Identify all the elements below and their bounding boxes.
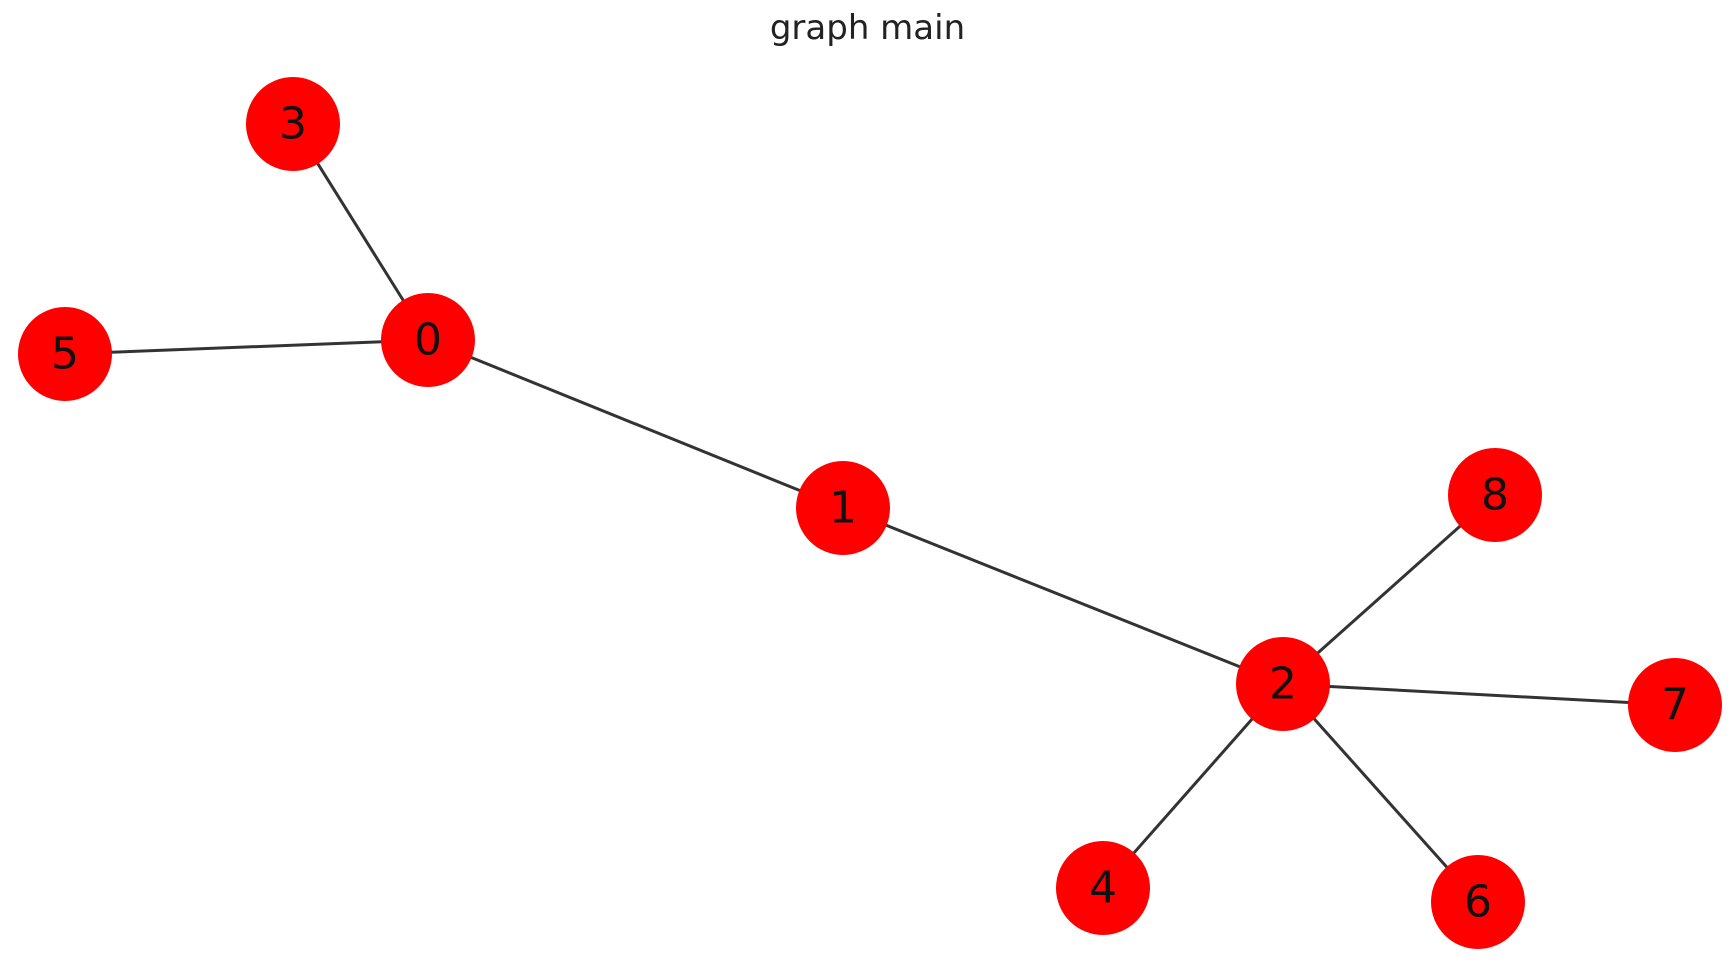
node-label-6: 6: [1464, 877, 1492, 928]
node-circle-3: [246, 77, 340, 171]
node-circle-2: [1236, 637, 1330, 731]
edge-2-8: [1282, 493, 1496, 686]
node-circle-4: [1056, 841, 1150, 935]
node-2: 2: [1236, 637, 1330, 731]
node-label-0: 0: [414, 315, 442, 366]
node-circle-5: [18, 307, 112, 401]
node-5: 5: [18, 307, 112, 401]
node-4: 4: [1056, 841, 1150, 935]
node-8: 8: [1448, 448, 1542, 542]
edge-2-7: [1282, 682, 1676, 707]
nodes-layer: 0 1 2 3 4 5 6 7 8: [18, 77, 1722, 949]
edge-0-5: [64, 338, 429, 356]
node-circle-7: [1628, 658, 1722, 752]
edge-0-1: [427, 338, 844, 510]
node-label-2: 2: [1269, 659, 1297, 710]
node-7: 7: [1628, 658, 1722, 752]
node-circle-8: [1448, 448, 1542, 542]
node-label-4: 4: [1089, 863, 1117, 914]
node-label-1: 1: [829, 483, 857, 534]
node-circle-1: [796, 461, 890, 555]
node-0: 0: [381, 293, 475, 387]
node-label-8: 8: [1481, 470, 1509, 521]
node-3: 3: [246, 77, 340, 171]
node-circle-6: [1431, 855, 1525, 949]
node-1: 1: [796, 461, 890, 555]
node-circle-0: [381, 293, 475, 387]
graph-title: graph main: [769, 8, 966, 48]
node-label-7: 7: [1661, 680, 1689, 731]
edge-1-2: [842, 506, 1284, 686]
node-label-5: 5: [51, 329, 79, 380]
node-6: 6: [1431, 855, 1525, 949]
edge-2-6: [1281, 682, 1480, 904]
node-label-3: 3: [279, 99, 307, 150]
